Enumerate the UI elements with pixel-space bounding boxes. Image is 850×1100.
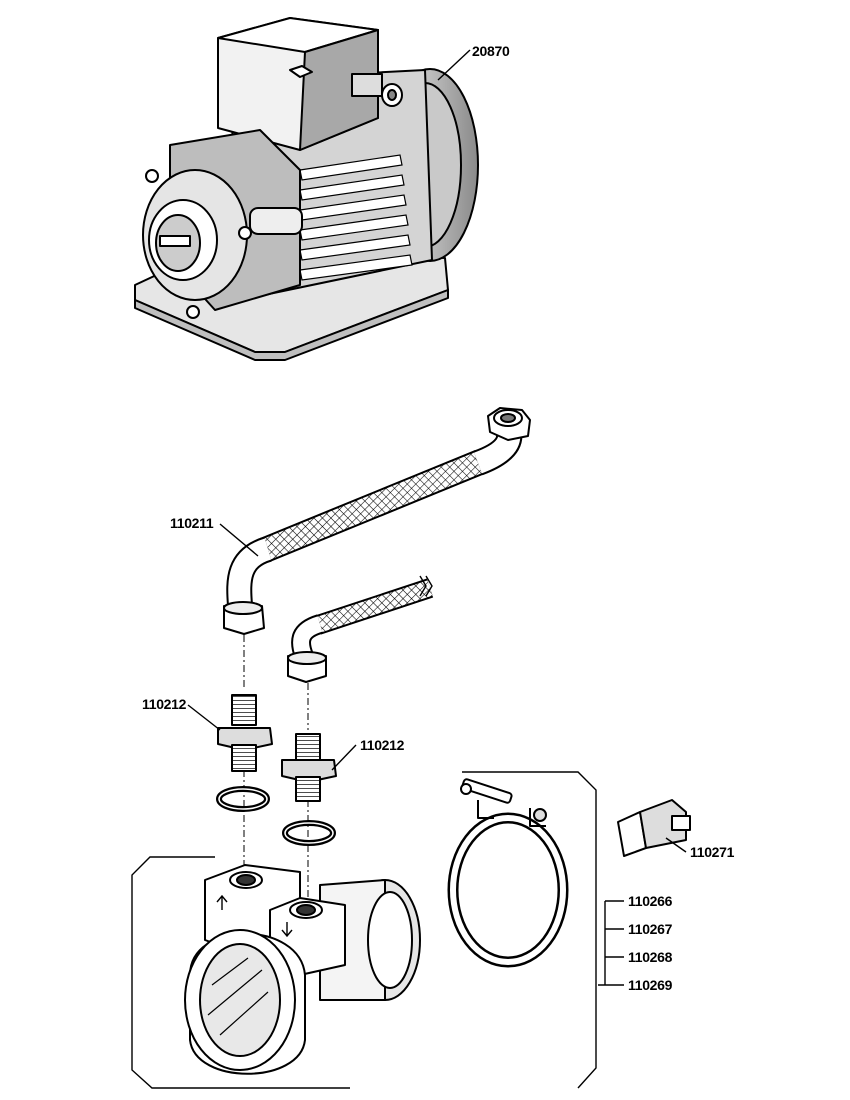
label-110266: 110266	[628, 893, 673, 909]
fitting-110212-left	[217, 694, 273, 772]
flange-bolts	[145, 169, 303, 319]
label-110268: 110268	[628, 949, 673, 965]
label-110212-right: 110212	[360, 737, 405, 753]
mounting-clamp	[447, 778, 569, 968]
label-20870: 20870	[472, 43, 510, 59]
braided-hose-110211	[223, 407, 531, 683]
leader-110271	[665, 837, 687, 853]
o-ring-right	[282, 820, 336, 846]
fitting-110212-right	[281, 733, 337, 802]
label-110267: 110267	[628, 921, 673, 937]
switch-110271	[617, 799, 691, 857]
clamp-kit-bracket	[462, 771, 597, 1089]
motor-20870	[134, 17, 479, 361]
label-110212-left: 110212	[142, 696, 187, 712]
label-110211: 110211	[170, 515, 214, 531]
leader-110211	[219, 523, 259, 557]
label-110271: 110271	[690, 844, 735, 860]
cable-gland	[351, 73, 403, 107]
leader-20870	[437, 49, 471, 81]
label-110269: 110269	[628, 977, 673, 993]
o-ring-left	[216, 786, 270, 812]
pump-kit-bracket	[131, 856, 350, 1089]
leader-110212-right	[331, 744, 357, 771]
clamp-label-bracket	[598, 900, 624, 986]
leader-110212-left	[187, 704, 221, 731]
pump-housing	[184, 864, 421, 1075]
